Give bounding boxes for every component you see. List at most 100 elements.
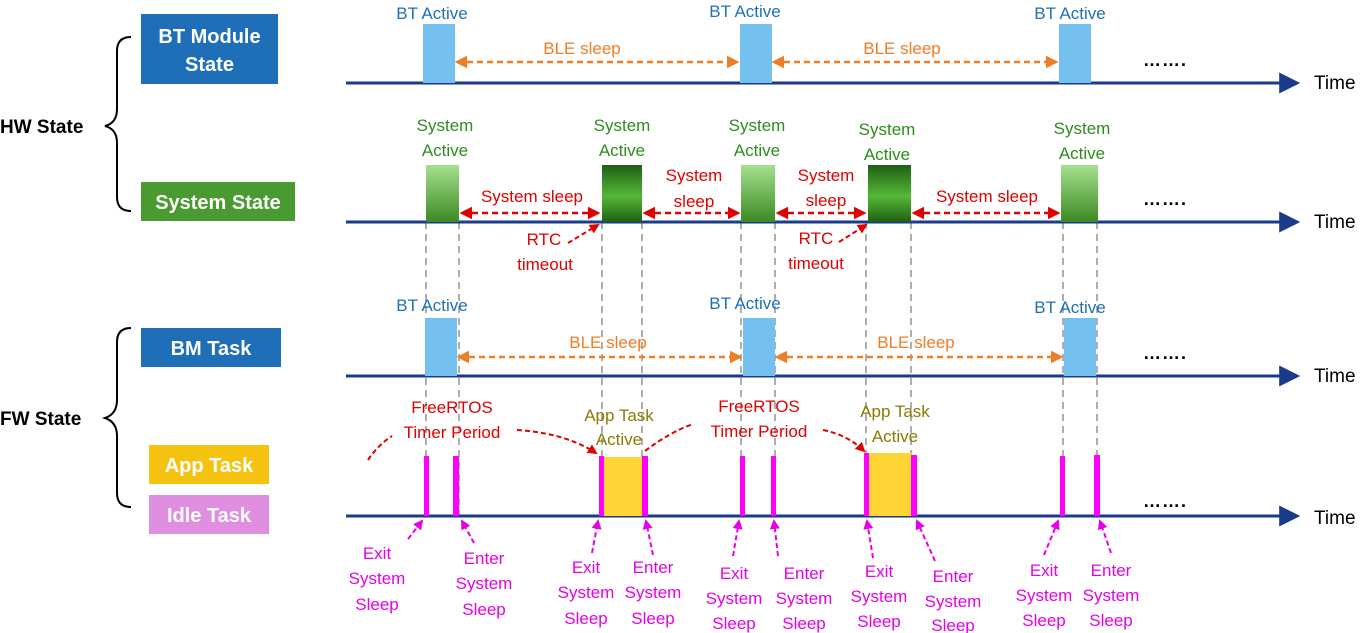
idle-task-pulse [642,456,648,516]
idle-task-pulse [740,456,745,516]
system-state-label: System State [155,192,281,214]
bt-active-pulse [1064,318,1096,376]
system-active-pulse [741,165,775,222]
bt-active-pulse [740,24,772,83]
system-active-pulse [1061,165,1098,222]
enter-system-sleep-label: Enter [633,558,674,577]
system-active-label: System [859,120,916,139]
exit-system-sleep-label: Exit [363,544,392,563]
exit-system-sleep-label: Sleep [355,595,398,614]
freertos-timer-arrow [367,435,393,461]
system-active-label: Active [864,145,910,164]
time-label-4: Time [1314,508,1356,529]
bm-task-row: BT Active BT Active BT Active BLE sleep … [396,294,1106,376]
enter-system-sleep-label: Sleep [631,609,674,628]
rtc-timeout-arrow [567,223,600,244]
legend: BT Module State System State BM Task App… [0,14,295,534]
bt-module-row: BT Active BT Active BT Active BLE sleep … [396,2,1106,83]
bt-active-pulse [743,318,775,376]
fw-state-brace [101,327,132,508]
enter-system-sleep-label: Sleep [782,614,825,633]
rtc-timeout-label: RTC [799,229,834,248]
bt-active-pulse [1059,24,1091,83]
bt-active-label: BT Active [709,2,781,21]
bt-active-label: BT Active [396,296,468,315]
bm-task-box [141,328,281,367]
system-state-box [141,182,295,221]
bt-active-pulse [425,318,457,376]
freertos-timer-arrow [644,423,694,452]
idle-task-box [149,495,269,534]
time-axes [346,72,1301,527]
rtc-timeout-arrow [838,223,868,243]
idle-task-pulse [911,455,917,516]
exit-system-sleep-label: System [706,589,763,608]
enter-system-sleep-label: System [1083,586,1140,605]
exit-system-sleep-label: System [851,587,908,606]
idle-task-pulse [1060,456,1065,516]
idle-task-pulse [453,456,459,516]
exit-system-sleep-label: Exit [1030,561,1059,580]
enter-system-sleep-label: System [925,592,982,611]
enter-system-sleep-label: Enter [784,564,825,583]
idle-task-pulse [864,453,869,516]
exit-system-sleep-label: Sleep [712,614,755,633]
system-active-label: Active [734,141,780,160]
freertos-timer-label: Timer Period [404,423,501,442]
system-active-label: Active [422,141,468,160]
enter-system-sleep-label: Sleep [931,616,974,633]
exit-system-sleep-label: System [558,583,615,602]
enter-system-sleep-label: Enter [1091,561,1132,580]
system-active-label: System [729,116,786,135]
system-state-row: System Active System Active System Activ… [417,116,1111,274]
ble-sleep-label: BLE sleep [569,333,647,352]
bt-active-pulse [423,24,455,83]
enter-system-sleep-label: System [776,589,833,608]
system-active-pulse [868,165,911,222]
enter-system-sleep-label: Sleep [462,600,505,619]
app-task-active-label: Active [596,430,642,449]
rtc-timeout-label: timeout [517,255,573,274]
task-row: FreeRTOS Timer Period FreeRTOS Timer Per… [367,397,1100,516]
system-active-label: Active [599,141,645,160]
continuation-dots-1: ……. [1143,50,1187,70]
bt-active-label: BT Active [1034,298,1106,317]
rtc-timeout-label: RTC [527,230,562,249]
idle-task-pulse [771,456,776,516]
exit-system-sleep-label: Exit [572,558,601,577]
bt-module-state-box [141,14,278,84]
app-task-active-pulse [868,453,912,516]
system-active-pulse [602,165,642,222]
rtc-timeout-label: timeout [788,254,844,273]
system-active-pulse [426,165,459,222]
freertos-timer-label: FreeRTOS [718,397,800,416]
system-sleep-label: sleep [674,192,715,211]
continuation-dots-4: ……. [1143,491,1187,511]
idle-task-pulse [599,456,604,516]
enter-system-sleep-label: System [625,583,682,602]
ble-sleep-label: BLE sleep [543,39,621,58]
ble-sleep-label: BLE sleep [877,333,955,352]
freertos-timer-arrow [822,429,866,453]
app-task-active-label: App Task [860,402,930,421]
app-task-box [149,445,269,484]
exit-system-sleep-label: Sleep [564,609,607,628]
system-active-label: System [417,116,474,135]
idle-task-label: Idle Task [167,505,252,527]
system-active-label: System [1054,119,1111,138]
exit-system-sleep-label: Sleep [857,612,900,631]
bt-active-label: BT Active [709,294,781,313]
system-active-label: Active [1059,144,1105,163]
exit-system-sleep-label: System [349,569,406,588]
idle-task-pulse [1094,455,1100,516]
freertos-timer-label: FreeRTOS [411,398,493,417]
hw-state-label: HW State [0,117,83,138]
bt-module-state-label-line1: BT Module [158,26,260,48]
app-task-active-label: App Task [584,406,654,425]
exit-system-sleep-label: Sleep [1022,611,1065,630]
system-active-label: System [594,116,651,135]
enter-system-sleep-label: System [456,574,513,593]
time-label-1: Time [1314,73,1356,94]
exit-system-sleep-label: System [1016,586,1073,605]
bt-module-state-label-line2: State [185,54,234,76]
